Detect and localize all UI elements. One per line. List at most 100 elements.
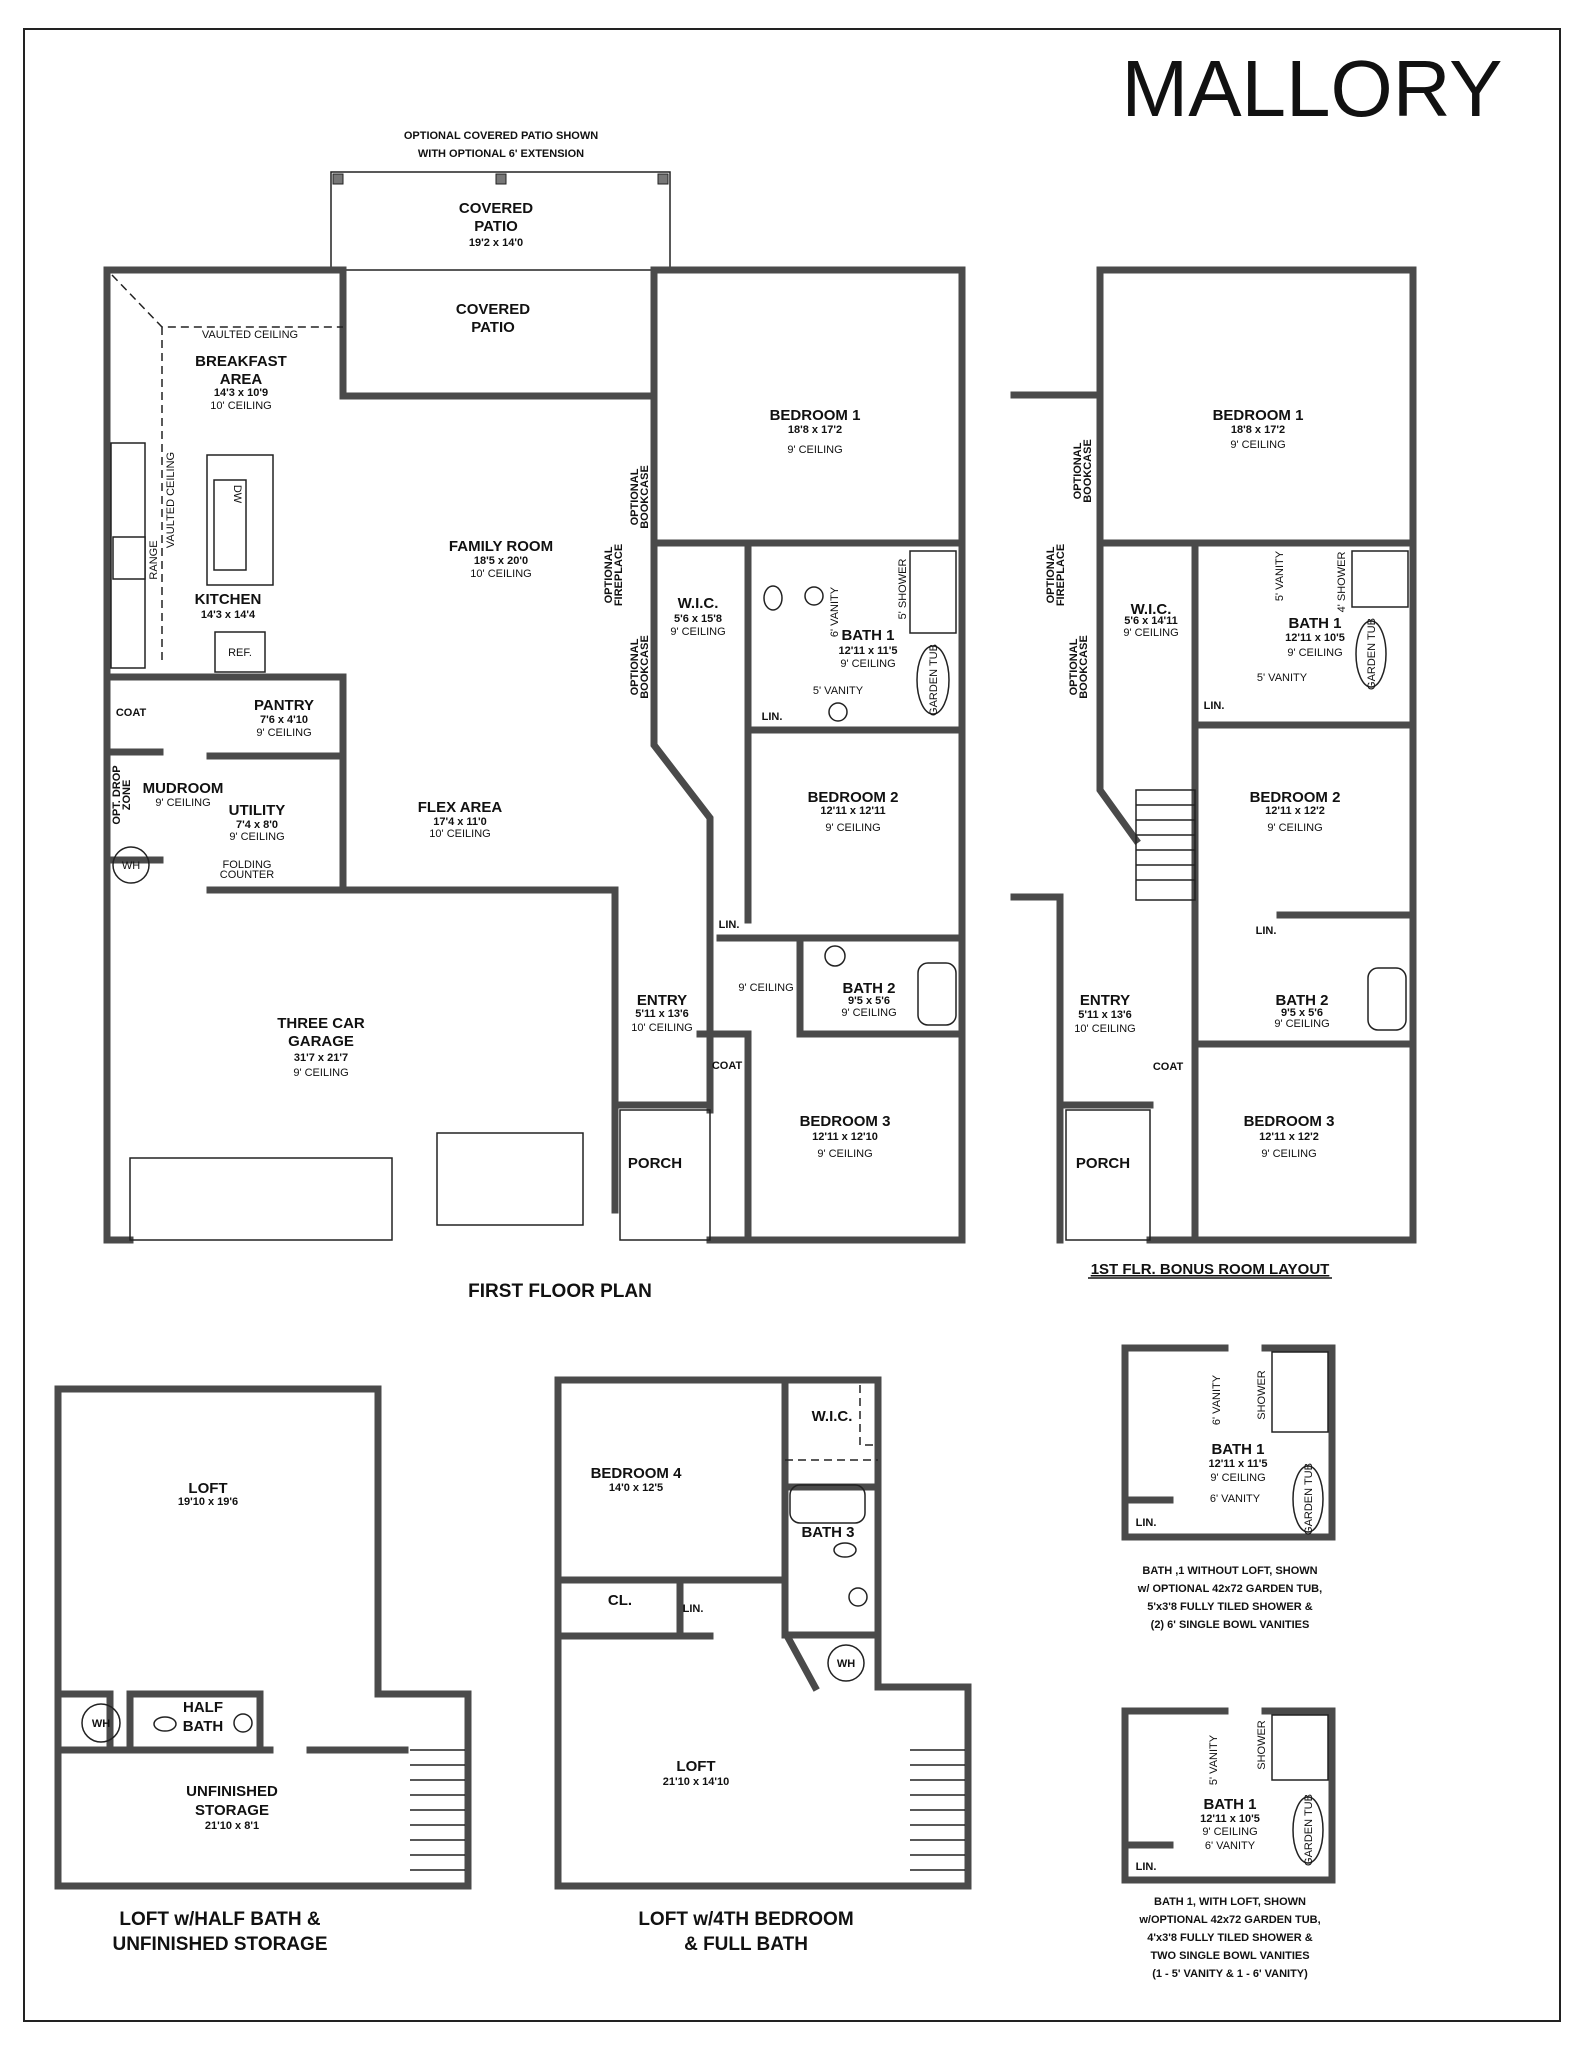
shower-label: 4' SHOWER <box>1336 552 1348 613</box>
vaulted-ceiling-line <box>111 274 343 660</box>
range-icon <box>112 536 146 580</box>
water-heater-label: WH <box>92 1718 110 1730</box>
shower-label: 5' SHOWER <box>897 559 909 620</box>
bonus-walls <box>1010 266 1417 1244</box>
room-dims: 14'0 x 12'5 <box>609 1482 663 1494</box>
stair-treads <box>1136 804 1195 881</box>
water-heater-icon <box>81 1703 121 1743</box>
room-dims: 12'11 x 12'2 <box>1265 805 1325 817</box>
room-ceiling: 9' CEILING <box>1287 647 1342 659</box>
interior-walls-bedrooms <box>650 539 966 1244</box>
drop-zone-label: ZONE <box>121 780 133 811</box>
vaulted-label: VAULTED CEILING <box>165 452 177 548</box>
room-name: BREAKFAST <box>195 353 287 370</box>
room-name: UNFINISHED <box>186 1783 278 1800</box>
room-name: BEDROOM 1 <box>1213 407 1304 424</box>
toilet-icon <box>153 1716 177 1732</box>
room-name: COVERED <box>456 301 530 318</box>
porch-label: PORCH <box>1076 1155 1130 1172</box>
room-dims: 19'2 x 14'0 <box>469 237 523 249</box>
garden-tub-icon <box>1292 1465 1324 1533</box>
stairs <box>1135 789 1196 901</box>
caption-line: 5'x3'8 FULLY TILED SHOWER & <box>1147 1601 1312 1613</box>
dishwasher-label: DW <box>231 485 243 504</box>
porch-label: PORCH <box>628 1155 682 1172</box>
page-border <box>23 28 1561 2022</box>
room-name: LOFT <box>188 1480 227 1497</box>
room-name: BATH 2 <box>1275 992 1328 1009</box>
room-name: BEDROOM 3 <box>1244 1113 1335 1130</box>
room-name: PATIO <box>474 218 518 235</box>
room-dims: 12'11 x 11'5 <box>838 645 897 657</box>
hall-ceiling: 9' CEILING <box>738 982 793 994</box>
room-dims: 7'6 x 4'10 <box>260 714 308 726</box>
room-ceiling: 9' CEILING <box>1202 1826 1257 1838</box>
wic-shelf-line <box>785 1385 878 1461</box>
caption-line: LOFT w/HALF BATH & <box>119 1909 321 1930</box>
linen-label: LIN. <box>1136 1517 1157 1529</box>
tub-label: GARDEN TUB <box>1366 618 1378 690</box>
room-name: ENTRY <box>1080 992 1130 1009</box>
shower-icon <box>1271 1351 1329 1433</box>
caption-line: & FULL BATH <box>684 1934 808 1955</box>
room-dims: 12'11 x 10'5 <box>1200 1813 1260 1825</box>
optional-bookcase: OPTIONAL <box>629 468 641 525</box>
room-name: W.I.C. <box>678 595 719 612</box>
room-name: BATH 1 <box>1203 1796 1256 1813</box>
room-name: W.I.C. <box>1131 601 1172 618</box>
bath-walls <box>1121 1707 1336 1884</box>
tub-label: GARDEN TUB <box>1303 1463 1315 1535</box>
room-name: FAMILY ROOM <box>449 538 553 555</box>
room-dims: 21'10 x 14'10 <box>663 1776 729 1788</box>
garage-door[interactable] <box>436 1132 584 1226</box>
caption-line: w/ OPTIONAL 42x72 GARDEN TUB, <box>1137 1583 1322 1595</box>
first-floor-plan: OPTIONAL COVERED PATIO SHOWN WITH OPTION… <box>103 130 966 1302</box>
sink-icon <box>848 1587 868 1607</box>
room-ceiling: 9' CEILING <box>155 797 210 809</box>
refrigerator-icon <box>214 631 266 673</box>
ref-label: REF. <box>228 647 252 659</box>
patio-post <box>332 173 344 185</box>
room-name: BEDROOM 3 <box>800 1113 891 1130</box>
water-heater-icon <box>827 1644 865 1682</box>
room-dims: 9'5 x 5'6 <box>1281 1007 1323 1019</box>
vanity-label: 5' VANITY <box>1257 672 1308 684</box>
optional-bookcase: BOOKCASE <box>639 465 651 529</box>
stair-treads <box>410 1749 465 1871</box>
vanity-label: 6' VANITY <box>1211 1374 1223 1425</box>
vanity-label: 5' VANITY <box>813 685 864 697</box>
room-name: BEDROOM 4 <box>591 1465 683 1482</box>
optional-bookcase: BOOKCASE <box>639 635 651 699</box>
vanity-label: 6' VANITY <box>1210 1493 1261 1505</box>
bath-option-without-loft: SHOWER 6' VANITY BATH 1 12'11 x 11'5 9' … <box>1121 1344 1336 1631</box>
room-dims: 18'8 x 17'2 <box>1231 424 1285 436</box>
porch-outline <box>619 1109 711 1241</box>
first-floor-caption: FIRST FLOOR PLAN <box>468 1281 652 1302</box>
room-ceiling: 9' CEILING <box>841 1007 896 1019</box>
room-name: BEDROOM 2 <box>1250 789 1341 806</box>
room-ceiling: 10' CEILING <box>429 828 490 840</box>
room-ceiling: 9' CEILING <box>1210 1472 1265 1484</box>
room-name: BATH 1 <box>1211 1441 1264 1458</box>
patio-post <box>657 173 669 185</box>
vanity-label: 5' VANITY <box>1274 550 1286 601</box>
room-dims: 21'10 x 8'1 <box>205 1820 259 1832</box>
water-heater-label: WH <box>837 1658 855 1670</box>
room-ceiling: 9' CEILING <box>1267 822 1322 834</box>
folding-counter-label: COUNTER <box>220 869 274 881</box>
room-name: LOFT <box>676 1758 715 1775</box>
caption-line: (2) 6' SINGLE BOWL VANITIES <box>1151 1619 1310 1631</box>
bathtub-icon <box>789 1484 866 1524</box>
room-name: BATH <box>183 1718 224 1735</box>
optional-bookcase: BOOKCASE <box>1082 439 1094 503</box>
bonus-labels: OPTIONAL BOOKCASE OPTIONAL FIREPLACE OPT… <box>1045 407 1378 1279</box>
room-dims: 12'11 x 12'10 <box>812 1131 878 1143</box>
garage-door[interactable] <box>129 1157 393 1241</box>
room-dims: 18'5 x 20'0 <box>474 555 528 567</box>
bonus-layout-caption: 1ST FLR. BONUS ROOM LAYOUT <box>1091 1261 1330 1278</box>
bathtub-icon <box>917 962 957 1026</box>
bath-walls <box>1121 1344 1336 1541</box>
sink-icon <box>828 702 848 722</box>
room-dims: 5'11 x 13'6 <box>1078 1009 1132 1021</box>
room-ceiling: 9' CEILING <box>840 658 895 670</box>
